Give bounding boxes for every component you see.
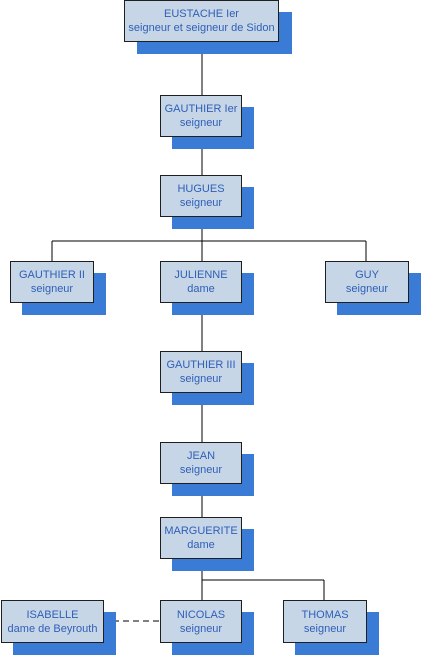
person-name: JEAN: [186, 450, 216, 462]
person-name: GAUTHIER II: [18, 269, 85, 281]
person-node-gauthier1: GAUTHIER Ier seigneur: [160, 95, 242, 137]
person-node-marguerite: MARGUERITE dame: [160, 517, 242, 559]
person-node-jean: JEAN seigneur: [160, 442, 242, 484]
person-title: seigneur: [179, 117, 223, 129]
person-title: seigneur: [179, 622, 223, 635]
person-title: seigneur et seigneur de Sidon: [128, 22, 275, 34]
person-node-gauthier2: GAUTHIER II seigneur: [10, 261, 94, 303]
person-node-nicolas: NICOLAS seigneur: [160, 600, 242, 643]
person-name: THOMAS: [301, 608, 349, 621]
person-name: ISABELLE: [26, 608, 79, 621]
person-name: JULIENNE: [174, 269, 228, 281]
person-title: dame: [187, 283, 215, 295]
person-name: GAUTHIER III: [166, 359, 236, 371]
person-node-guy: GUY seigneur: [325, 261, 409, 303]
person-title: seigneur: [303, 622, 347, 635]
person-name: GAUTHIER Ier: [164, 103, 238, 115]
person-node-eustache: EUSTACHE Ier seigneur et seigneur de Sid…: [124, 0, 279, 42]
person-name: NICOLAS: [176, 608, 226, 621]
person-title: seigneur: [179, 373, 223, 385]
person-name: MARGUERITE: [164, 525, 238, 537]
person-node-hugues: HUGUES seigneur: [160, 175, 242, 217]
person-name: GUY: [355, 269, 379, 281]
person-node-gauthier3: GAUTHIER III seigneur: [160, 351, 242, 393]
person-title: seigneur: [179, 197, 223, 209]
person-title: dame: [187, 539, 215, 551]
person-title: seigneur: [30, 283, 74, 295]
person-node-thomas: THOMAS seigneur: [283, 600, 367, 643]
person-title: seigneur: [345, 283, 389, 295]
person-name: EUSTACHE Ier: [164, 8, 239, 20]
person-node-julienne: JULIENNE dame: [160, 261, 242, 303]
person-node-isabelle: ISABELLE dame de Beyrouth: [1, 600, 104, 643]
person-name: HUGUES: [177, 183, 225, 195]
person-title: seigneur: [179, 464, 223, 476]
person-title: dame de Beyrouth: [7, 622, 98, 635]
